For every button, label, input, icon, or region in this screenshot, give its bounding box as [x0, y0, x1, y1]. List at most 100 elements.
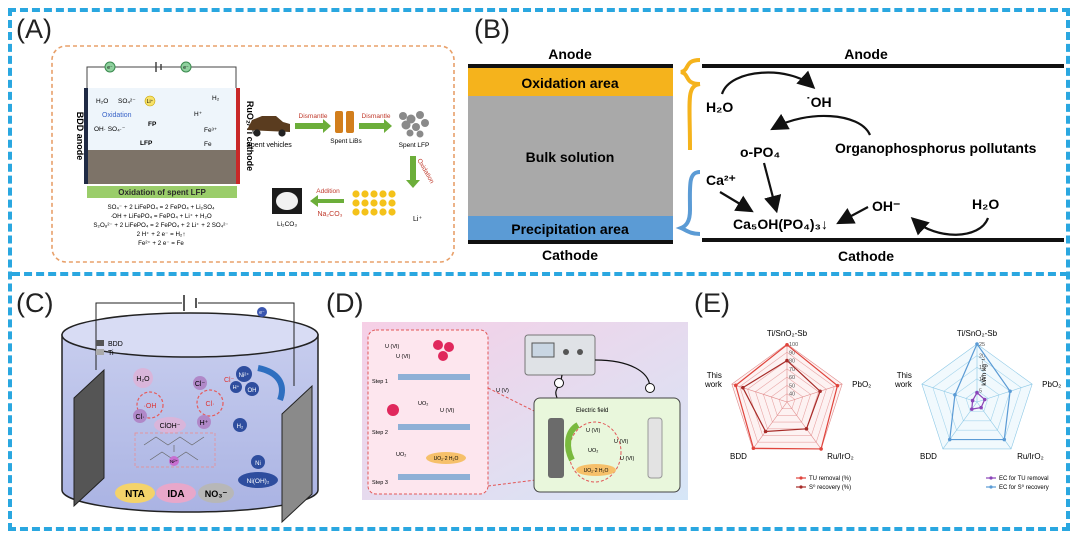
circuit-wire-right: [198, 302, 295, 386]
radar-spoke: [786, 383, 843, 403]
radar-data-point: [1008, 389, 1012, 394]
panel-b-label: (B): [474, 14, 510, 44]
c-ni-complex: Ni²⁺: [170, 459, 179, 464]
species-fe3: Fe³⁺: [204, 127, 218, 134]
radar-grid-ring: [763, 376, 811, 423]
c-h2: H₂: [237, 424, 244, 430]
cl-radical-burst-icon: [136, 389, 224, 419]
c-ni2: Ni²⁺: [239, 372, 250, 379]
electric-field-arrow: [565, 422, 580, 462]
radar-tick-label: 90: [789, 350, 795, 356]
positive-terminal-icon: [645, 383, 655, 393]
precipitation-area: [468, 216, 673, 240]
fp-label: FP: [148, 121, 157, 128]
arrow-dismantle-1: [295, 119, 331, 133]
tank-top-rim: [61, 312, 319, 358]
cloh-bubble: [154, 417, 186, 433]
spent-lfp-label: Spent LFP: [399, 142, 430, 149]
ni2-bubble: [236, 366, 252, 382]
radar-series-line: [949, 342, 1011, 441]
species-h2: H₂: [212, 95, 220, 102]
panel-c-label: (C): [16, 288, 54, 318]
radar-tick-label: 10: [979, 377, 985, 383]
radar-tick-label: 5: [979, 388, 982, 394]
c-cloh: ClOH⁻: [160, 423, 181, 430]
oxidation-label: Oxidation: [102, 112, 132, 119]
radar-axis-label: Ru/IrO₂: [1017, 452, 1044, 461]
radar-grid-ring: [747, 360, 827, 436]
li2co3-label: Li₂CO₃: [277, 221, 297, 228]
c-cl-dot-1: Cl·: [136, 414, 145, 421]
electron-icon-1: [104, 61, 116, 73]
power-supply-knob: [563, 349, 569, 355]
species-fe: Fe: [204, 141, 212, 148]
ruo2-cathode-label: RuO₂/Ti cathode: [245, 101, 255, 171]
arrow-opo4-to-product: [762, 162, 782, 214]
bdd-anode-label: BDD anode: [75, 112, 85, 161]
spent-vehicles-label: Spent vehicles: [246, 142, 292, 149]
radar-data-point: [982, 397, 987, 402]
radar-tick-label: 70: [789, 367, 795, 373]
radar-legend-marker: [799, 476, 803, 480]
d-uvi-3: U (VI): [440, 408, 455, 414]
d-uo2-1: UO₂: [418, 401, 428, 407]
panel-d-label: (D): [326, 288, 364, 318]
ida-bubble: [156, 483, 196, 503]
radar-spoke: [752, 401, 788, 450]
equation-2: ·OH + LiFePO₄ = FePO₄ + Li⁺ + H₂O: [110, 213, 212, 220]
electrode-surface-3: [398, 474, 470, 480]
species-so4: SO₄²⁻: [118, 98, 136, 105]
ni-complex-center: [169, 456, 179, 466]
d-step-3: Step 3: [372, 480, 388, 486]
radar-data-point: [975, 342, 979, 346]
species-li: Li⁺: [147, 99, 154, 105]
cathode-right-plate: [702, 238, 1064, 242]
c-nta: NTA: [125, 489, 145, 500]
radical-icon: [433, 340, 443, 350]
radar-axis-label: Ti/SnO₂-Sb: [767, 329, 808, 338]
dashed-row-divider: [12, 272, 1068, 276]
radar-grid-ring: [755, 368, 819, 430]
nta-bubble: [115, 483, 155, 503]
radar-axis-label: PbO₂: [852, 380, 871, 389]
radar-axis-label: BDD: [730, 452, 747, 461]
radar-data-point: [953, 393, 957, 397]
radar-data-point: [819, 447, 823, 451]
d-uvi-2: U (VI): [396, 354, 411, 360]
panel-d: U (VI) U (VI) Step 1 UO₂ U (VI) Step 2 U…: [362, 322, 688, 500]
d-uvi-5: U (VI): [614, 439, 629, 445]
radar-axis-label: This: [707, 371, 722, 380]
li-plus-label: Li⁺: [413, 216, 422, 223]
no3-bubble: [198, 483, 234, 503]
d-uv: U (V): [496, 388, 509, 394]
d-uvi-4: U (VI): [586, 428, 601, 434]
car-wheel-icon: [278, 129, 286, 137]
lfp-label: LFP: [140, 140, 153, 147]
electrode-surface-1: [398, 374, 470, 380]
radar-tick-label: 20: [979, 354, 985, 360]
arrow-oh-to-product: [836, 206, 869, 225]
h-plus-bubble: [197, 415, 211, 429]
arrow-ca-to-product: [719, 191, 754, 213]
radar-tick-label: 50: [789, 383, 795, 389]
steps-box: [367, 329, 489, 495]
cl-dot-bubble: [133, 409, 147, 423]
radar-tick-label: 40: [789, 392, 795, 398]
bottom-banner-text: Oxidation of spent LFP: [118, 188, 206, 197]
uo2h2o-bubble-2: [576, 464, 616, 476]
radar-data-point: [975, 390, 979, 395]
negative-terminal-icon: [554, 378, 564, 388]
radar-axis-label: BDD: [920, 452, 937, 461]
h2o-bubble: [133, 368, 153, 388]
c-h2o: H₂O: [136, 376, 150, 383]
radar-data-point: [751, 446, 756, 451]
nioh-bubble: [238, 472, 278, 488]
electron-label: e⁻: [259, 310, 265, 316]
uo2h2o-bubble: [426, 452, 466, 464]
c-ida: IDA: [167, 489, 184, 500]
precipitation-brace: [675, 170, 701, 236]
anode-right-plate: [702, 64, 1064, 68]
oh-r-bubble: [245, 382, 259, 396]
step-1: U (VI) U (VI) Step 1: [372, 340, 470, 385]
radar-data-point: [835, 383, 840, 388]
